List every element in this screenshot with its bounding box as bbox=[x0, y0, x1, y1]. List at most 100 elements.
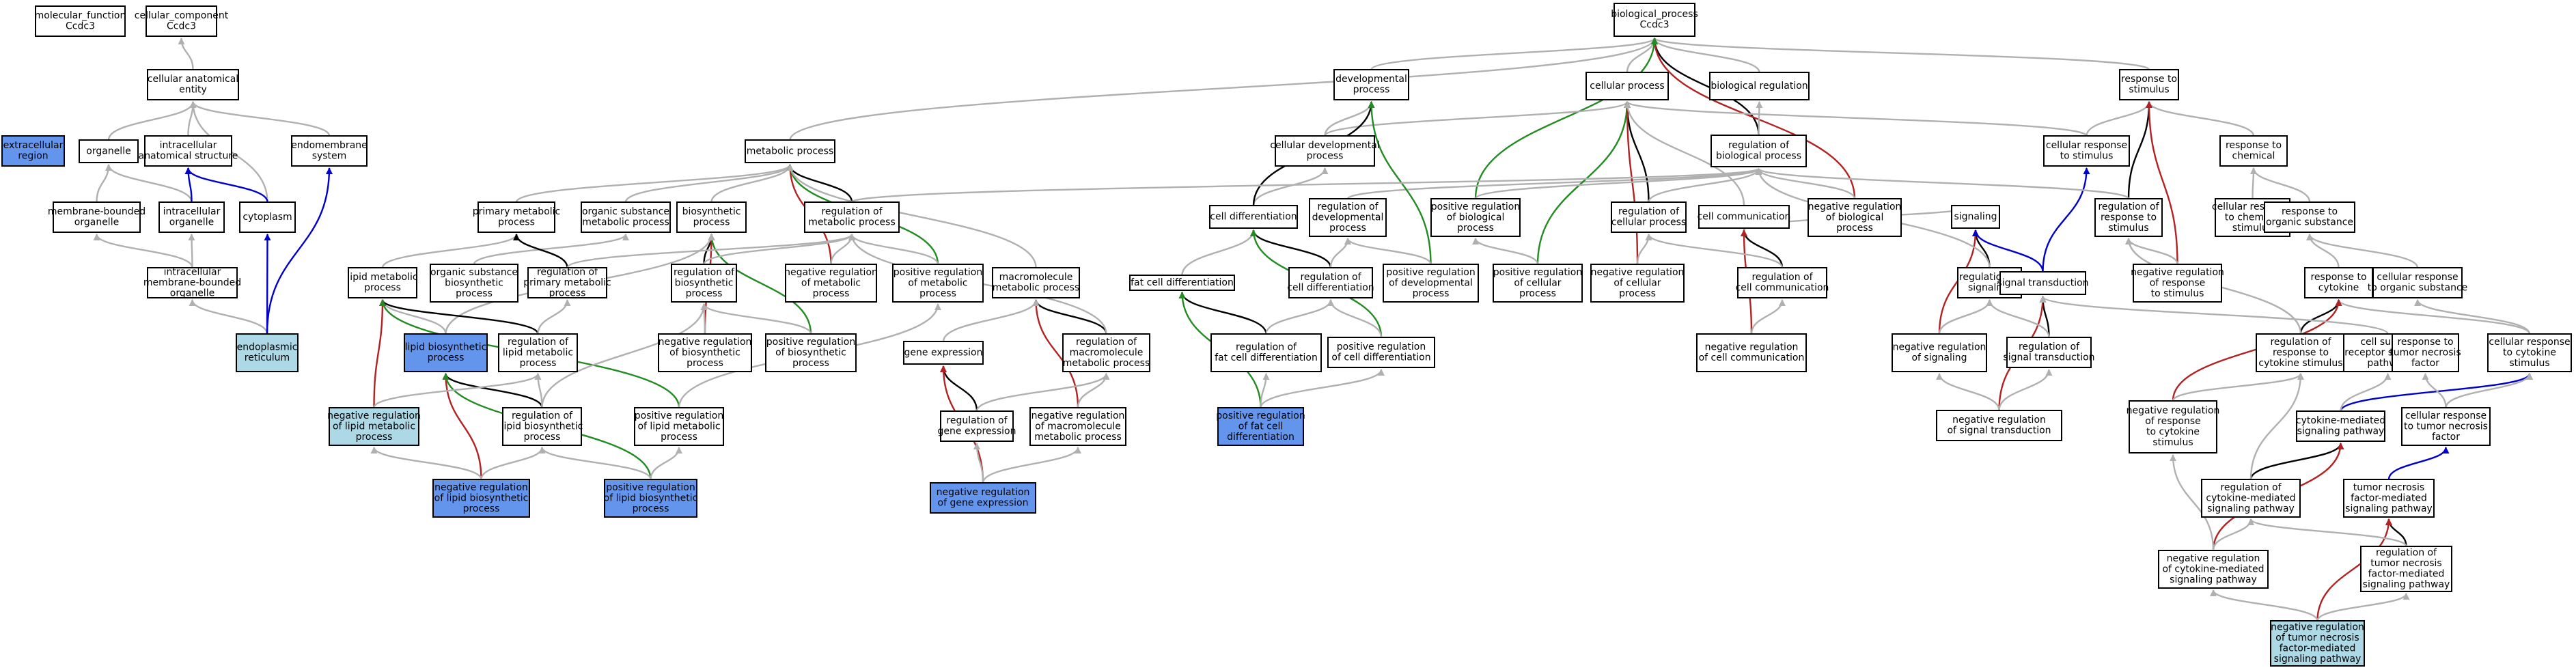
node-label-line: process bbox=[428, 352, 465, 363]
go-node-ccom[interactable]: cell communication bbox=[1698, 205, 1791, 229]
node-box bbox=[1210, 333, 1322, 372]
node-box bbox=[477, 201, 555, 233]
node-box bbox=[158, 201, 225, 233]
node-label-line: cell communication bbox=[1698, 211, 1791, 222]
edge-rdp-rbp bbox=[1346, 167, 1762, 200]
go-node-breg[interactable]: biological regulation bbox=[1709, 72, 1810, 100]
go-node-ge[interactable]: gene expression bbox=[903, 341, 984, 365]
go-node-cp[interactable]: cellular process bbox=[1585, 72, 1669, 100]
go-node-st[interactable]: signal transduction bbox=[1997, 271, 2089, 295]
edge-osmp-mp bbox=[624, 164, 794, 203]
node-label-line: positive regulation bbox=[1431, 201, 1520, 212]
node-label-line: biological regulation bbox=[1711, 81, 1808, 92]
go-node-sig[interactable]: signaling bbox=[1951, 205, 2000, 229]
go-node-rcmsp[interactable]: regulation ofcytokine-mediatedsignaling … bbox=[2201, 479, 2301, 518]
go-node-org[interactable]: organelle bbox=[79, 139, 139, 163]
node-box bbox=[1698, 205, 1790, 229]
edge-lbp-lmp bbox=[379, 299, 447, 335]
node-label-line: organic substance bbox=[582, 206, 669, 217]
node-label-line: positive regulation bbox=[1216, 410, 1305, 421]
edge-fcd-cdiff bbox=[1181, 229, 1257, 276]
go-node-cyt[interactable]: cytoplasm bbox=[239, 201, 296, 233]
node-box bbox=[1275, 135, 1375, 167]
edge-prlbp-rlbp bbox=[538, 447, 652, 480]
go-node-mp[interactable]: metabolic process bbox=[745, 139, 835, 163]
go-node-cdiff[interactable]: cell differentiation bbox=[1209, 205, 1298, 229]
go-node-fcd[interactable]: fat cell differentiation bbox=[1129, 275, 1235, 291]
